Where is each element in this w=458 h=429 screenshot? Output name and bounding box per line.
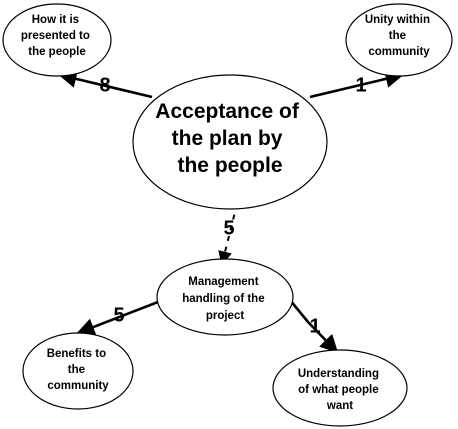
node-middle-text: Management handling of the project [182, 276, 268, 322]
node-top-left: How it is presented to the people [2, 3, 112, 77]
edge-middle-to-bottom-right: 1 [288, 299, 339, 354]
edge-middle-to-bottom-left: 5 [76, 300, 159, 336]
node-bottom-left-text: Benefits to the community [47, 348, 110, 392]
edge-label-center-to-top-left: 8 [99, 74, 110, 96]
node-middle-ellipse [156, 258, 294, 336]
node-top-left-ellipse [2, 3, 112, 77]
edge-center-to-middle: 5 [218, 203, 238, 266]
edge-center-to-top-left: 8 [58, 69, 153, 99]
edge-label-middle-to-bottom-left: 5 [113, 304, 124, 326]
node-bottom-right-text: Understanding of what people want [298, 368, 382, 412]
node-top-left-text: How it is presented to the people [21, 14, 93, 58]
edge-label-middle-to-bottom-right: 1 [309, 315, 320, 337]
node-top-right: Unity within the community [345, 3, 453, 77]
arrow-center-to-top-right [309, 69, 404, 99]
node-center: Acceptance of the plan by the people [132, 74, 328, 210]
node-bottom-left: Benefits to the community [22, 332, 134, 410]
node-bottom-right-ellipse [272, 349, 408, 427]
node-center-text: Acceptance of the plan by the people [155, 100, 304, 177]
node-top-right-text: Unity within the community [365, 14, 433, 58]
node-bottom-right: Understanding of what people want [272, 349, 408, 427]
node-center-ellipse [132, 74, 328, 210]
node-bottom-left-ellipse [22, 332, 134, 410]
node-middle: Management handling of the project [156, 258, 294, 336]
arrow-center-to-top-left [58, 69, 153, 99]
edge-label-center-to-middle: 5 [223, 217, 234, 239]
arrow-middle-to-bottom-left [76, 300, 159, 336]
arrow-middle-to-bottom-right [288, 299, 339, 354]
edge-center-to-top-right: 1 [309, 69, 404, 99]
node-top-right-ellipse [345, 3, 453, 77]
edge-label-center-to-top-right: 1 [355, 74, 366, 96]
